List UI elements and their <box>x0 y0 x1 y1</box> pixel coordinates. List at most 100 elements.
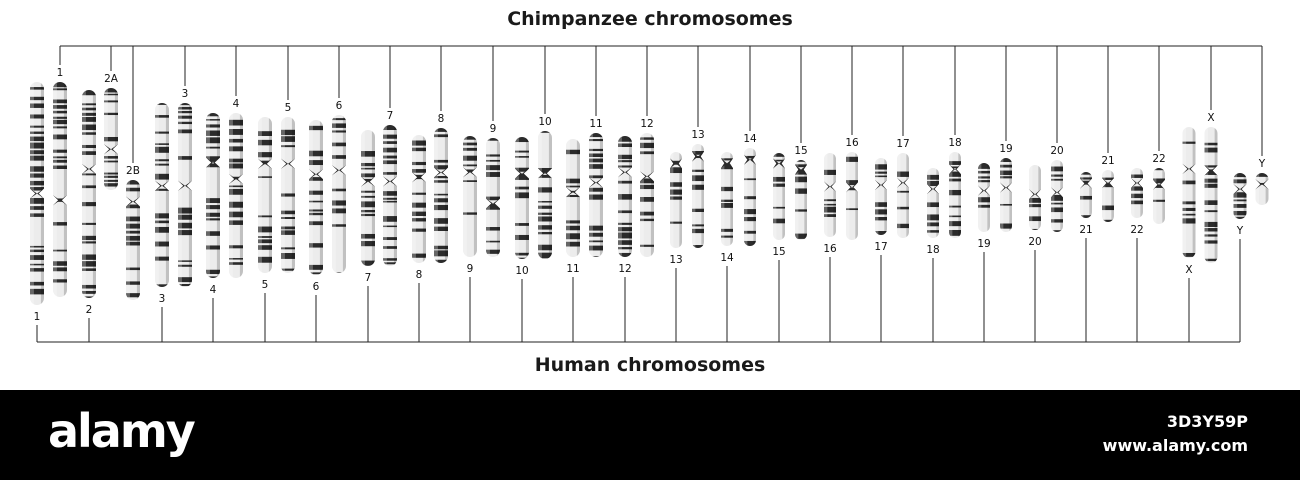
human-label-15: 15 <box>772 246 785 258</box>
chimp-chromosome-6 <box>332 115 346 273</box>
chimp-label-5: 5 <box>285 102 292 114</box>
chimp-chromosome-20 <box>1051 160 1063 232</box>
chimp-label-14: 14 <box>743 133 757 145</box>
human-label-20: 20 <box>1028 236 1041 248</box>
human-chromosome-19 <box>978 163 990 232</box>
human-label-2: 2 <box>86 304 93 316</box>
chimp-chromosome-10 <box>538 131 552 259</box>
chimp-chromosome-16 <box>846 152 858 240</box>
chimp-label-3: 3 <box>182 88 189 100</box>
human-chromosome-13 <box>670 152 682 248</box>
chimp-chromosome-1 <box>53 82 67 297</box>
human-label-5: 5 <box>262 279 269 291</box>
human-chromosome-10 <box>515 137 529 259</box>
chimp-chromosome-17 <box>897 153 909 238</box>
human-label-3: 3 <box>159 293 166 305</box>
human-label-9: 9 <box>467 263 474 275</box>
human-chromosome-X <box>1182 127 1196 258</box>
human-chromosome-2 <box>82 90 96 298</box>
connector-lines <box>36 45 1263 343</box>
chimp-chromosome-3 <box>178 103 192 287</box>
chimp-label-X: X <box>1207 112 1214 124</box>
watermark-footer: alamy 3D3Y59P www.alamy.com <box>0 390 1300 480</box>
chimp-label-20: 20 <box>1050 145 1063 157</box>
chimp-label-16: 16 <box>845 137 859 149</box>
human-label-1: 1 <box>34 311 41 323</box>
chimp-label-18: 18 <box>948 137 961 149</box>
chimp-label-15: 15 <box>794 145 807 157</box>
chimp-chromosome-7 <box>383 125 397 266</box>
human-chromosome-9 <box>463 136 477 257</box>
chimp-chromosome-22 <box>1153 168 1165 224</box>
chimp-label-19: 19 <box>999 143 1012 155</box>
chimp-chromosome-11 <box>589 133 603 257</box>
chimp-chromosomes-title: Chimpanzee chromosomes <box>507 8 793 30</box>
chimp-chromosome-4 <box>229 113 243 278</box>
chimp-label-2B: 2B <box>126 165 140 177</box>
human-chromosome-4 <box>206 113 220 278</box>
image-id: 3D3Y59P <box>1166 412 1248 431</box>
chimp-label-1: 1 <box>57 67 64 79</box>
chimp-chromosome-13 <box>692 144 704 248</box>
human-chromosome-11 <box>566 139 580 257</box>
chimp-chromosome-15 <box>795 160 807 240</box>
human-chromosome-Y <box>1233 173 1247 220</box>
human-label-X: X <box>1185 264 1192 276</box>
chimp-label-Y: Y <box>1258 158 1266 170</box>
chimp-label-2A: 2A <box>104 73 119 85</box>
human-label-19: 19 <box>977 238 990 250</box>
human-label-17: 17 <box>874 241 887 253</box>
chimp-chromosome-9 <box>486 138 500 257</box>
human-chromosome-1 <box>30 82 44 305</box>
human-chromosome-21 <box>1080 172 1092 218</box>
chimp-label-21: 21 <box>1101 155 1114 167</box>
human-chromosome-8 <box>412 135 426 263</box>
human-label-22: 22 <box>1130 224 1143 236</box>
chimp-label-12: 12 <box>640 118 653 130</box>
human-label-11: 11 <box>566 263 579 275</box>
human-label-21: 21 <box>1079 224 1092 236</box>
human-label-8: 8 <box>416 269 423 281</box>
chimp-chromosome-18 <box>949 152 961 238</box>
human-chromosome-16 <box>824 153 836 237</box>
chimp-label-7: 7 <box>387 110 394 122</box>
human-chromosome-18 <box>927 168 939 238</box>
chimp-chromosome-8 <box>434 128 448 263</box>
human-label-13: 13 <box>669 254 682 266</box>
human-label-14: 14 <box>720 252 734 264</box>
human-label-6: 6 <box>313 281 320 293</box>
human-label-7: 7 <box>365 272 372 284</box>
human-chromosome-14 <box>721 152 733 246</box>
human-chromosome-3 <box>155 103 169 287</box>
chimp-chromosome-21 <box>1102 170 1114 222</box>
chimp-chromosome-5 <box>281 117 295 273</box>
chimp-chromosome-Y <box>1255 173 1269 205</box>
chromosome-comparison-diagram: 1122A2B334455667788991010111112121313141… <box>30 45 1269 343</box>
chromosome-labels: 1122A2B334455667788991010111112121313141… <box>34 67 1266 323</box>
human-chromosome-22 <box>1131 168 1143 218</box>
chimp-chromosome-14 <box>744 148 756 246</box>
chimp-label-11: 11 <box>589 118 602 130</box>
human-chromosome-15 <box>773 153 785 240</box>
human-label-16: 16 <box>823 243 837 255</box>
chimp-label-8: 8 <box>438 113 445 125</box>
chimp-label-22: 22 <box>1152 153 1165 165</box>
chimp-label-9: 9 <box>490 123 497 135</box>
human-label-18: 18 <box>926 244 939 256</box>
human-chromosomes-title: Human chromosomes <box>534 354 766 376</box>
human-label-10: 10 <box>515 265 528 277</box>
human-label-Y: Y <box>1236 225 1244 237</box>
human-chromosome-5 <box>258 117 272 273</box>
chimp-chromosome-12 <box>640 133 654 257</box>
human-chromosome-7 <box>361 130 375 266</box>
chimp-label-4: 4 <box>233 98 240 110</box>
human-chromosome-17 <box>875 158 887 235</box>
chimp-label-13: 13 <box>691 129 704 141</box>
human-label-12: 12 <box>618 263 631 275</box>
human-chromosome-6 <box>309 120 323 275</box>
human-chromosome-12 <box>618 136 632 257</box>
chimp-chromosome-X <box>1204 127 1218 263</box>
alamy-logo: alamy <box>48 404 196 458</box>
human-label-4: 4 <box>210 284 217 296</box>
chimp-label-6: 6 <box>336 100 343 112</box>
